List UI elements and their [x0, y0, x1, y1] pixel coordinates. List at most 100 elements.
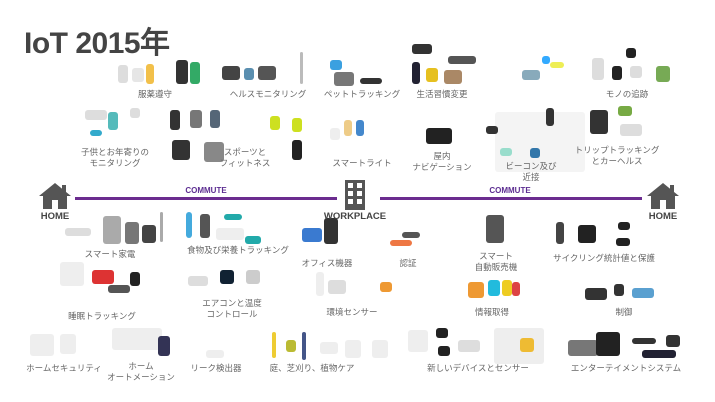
device-image: [494, 328, 544, 364]
device-image: [512, 282, 520, 296]
device-image: [172, 140, 190, 160]
label-line: ホーム: [128, 362, 154, 372]
device-image: [360, 78, 382, 84]
device-image: [146, 64, 154, 84]
device-image: [408, 330, 428, 352]
device-image: [300, 52, 303, 84]
label-garden: 庭、芝刈り、植物ケア: [269, 364, 355, 374]
device-image: [458, 340, 480, 352]
device-image: [356, 120, 364, 136]
home-label-right: HOME: [648, 211, 678, 222]
label-cycling: サイクリング統計値と保護: [553, 254, 655, 264]
device-image: [328, 280, 346, 294]
device-image: [542, 56, 550, 64]
device-image: [103, 216, 121, 244]
device-image: [158, 336, 170, 356]
device-image: [618, 106, 632, 116]
device-image: [190, 110, 202, 128]
label-smart-appliance: スマート家電: [84, 250, 136, 260]
device-image: [125, 222, 139, 244]
label-line: スポーツと: [223, 148, 267, 158]
device-image: [345, 340, 361, 358]
device-image: [90, 130, 102, 136]
label-line: 子供とお年寄りの: [80, 148, 150, 158]
label-pet-tracking: ペットトラッキング: [323, 90, 401, 100]
device-image: [380, 282, 392, 292]
label-info: 情報取得: [474, 308, 510, 318]
device-image: [426, 68, 438, 82]
device-image: [330, 128, 340, 140]
device-image: [270, 116, 280, 130]
device-image: [302, 332, 306, 360]
device-image: [568, 340, 598, 356]
device-image: [330, 60, 342, 70]
device-image: [292, 140, 302, 160]
device-image: [118, 65, 128, 83]
device-image: [448, 56, 476, 64]
device-image: [500, 148, 512, 156]
device-image: [320, 342, 338, 354]
device-image: [302, 228, 322, 242]
device-image: [402, 232, 420, 238]
device-image: [596, 332, 620, 356]
device-image: [550, 62, 564, 68]
device-image: [130, 108, 140, 118]
commute-label-right: COMMUTE: [489, 186, 531, 195]
device-image: [186, 212, 192, 238]
label-new-devices: 新しいデバイスとセンサー: [427, 364, 529, 374]
device-image: [522, 70, 540, 80]
device-image: [590, 110, 608, 134]
device-image: [108, 112, 118, 130]
device-image: [132, 68, 144, 82]
label-line: 近接: [522, 173, 540, 183]
device-image: [224, 214, 242, 220]
device-image: [620, 124, 642, 136]
device-image: [618, 222, 630, 230]
device-image: [142, 225, 156, 243]
device-image: [632, 288, 654, 298]
device-image: [412, 44, 432, 54]
device-image: [656, 66, 670, 82]
device-image: [488, 280, 500, 296]
home-label-left: HOME: [40, 211, 70, 222]
device-image: [286, 340, 296, 352]
device-image: [486, 215, 504, 243]
device-image: [160, 212, 163, 242]
label-line: スマート: [479, 252, 513, 262]
device-image: [486, 126, 498, 134]
label-habit-change: 生活習慣変更: [416, 90, 468, 100]
device-image: [344, 120, 352, 136]
label-medication: 服薬遵守: [137, 90, 173, 100]
label-item-tracking: モノの追跡: [605, 90, 649, 100]
label-office: オフィス機器: [301, 259, 353, 269]
device-image: [222, 66, 240, 80]
device-image: [444, 70, 462, 84]
device-image: [412, 62, 420, 84]
label-smart-vending: スマート自動販売機: [475, 252, 518, 274]
device-image: [520, 338, 534, 352]
device-image: [642, 350, 676, 358]
device-image: [85, 110, 107, 120]
device-image: [176, 60, 188, 84]
page-title: IoT 2015年: [24, 27, 170, 60]
device-image: [390, 240, 412, 246]
label-line: とカーヘルス: [591, 157, 643, 167]
device-image: [612, 66, 622, 80]
device-image: [292, 118, 302, 132]
workplace-label: WORKPLACE: [323, 211, 387, 222]
label-line: エアコンと温度: [202, 299, 262, 309]
label-env-sensor: 環境センサー: [326, 308, 378, 318]
building-icon: [345, 180, 365, 210]
device-image: [200, 214, 210, 238]
device-image: [630, 66, 642, 78]
device-image: [502, 280, 512, 296]
label-control: 制御: [615, 308, 633, 318]
label-leak-detector: リーク検出器: [190, 364, 242, 374]
label-auth: 認証: [399, 259, 417, 269]
device-image: [438, 346, 450, 356]
device-image: [495, 112, 585, 172]
device-image: [112, 328, 162, 350]
device-image: [426, 128, 452, 144]
device-image: [372, 340, 388, 358]
label-smart-light: スマートライト: [332, 159, 392, 169]
